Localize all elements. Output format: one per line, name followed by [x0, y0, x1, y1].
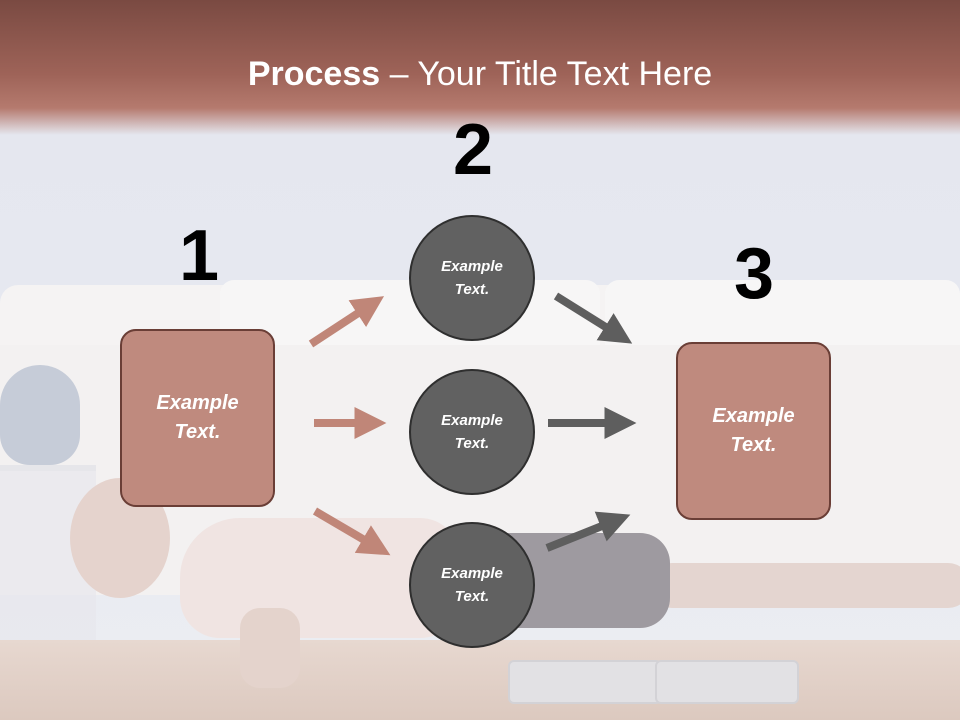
title-dash: – [380, 55, 418, 93]
title-rest: Your Title Text Here [417, 55, 713, 93]
step-1-box-text: Example Text. [156, 392, 239, 443]
arrow-box-to-circle-top [308, 296, 385, 348]
step-number-2: 2 [452, 110, 494, 190]
background-dumbbell [655, 660, 799, 704]
step-2-circle-top[interactable]: Example Text. [409, 215, 535, 341]
title-bold: Process [247, 55, 381, 93]
slide-title: Process – Your Title Text Here [0, 52, 960, 96]
step-number-3: 3 [733, 234, 775, 314]
step-2-circle-middle[interactable]: Example Text. [409, 369, 535, 495]
arrow-circle-top-to-box [553, 292, 633, 344]
circle-text: Example Text. [441, 412, 503, 452]
circle-text: Example Text. [441, 565, 503, 605]
step-3-box[interactable]: Example Text. [676, 342, 831, 520]
circle-text: Example Text. [441, 258, 503, 298]
arrow-circle-bottom-to-box [545, 511, 631, 552]
arrow-box-to-circle-bottom [312, 507, 391, 556]
background-floor [0, 640, 960, 720]
title-band [0, 0, 960, 135]
step-2-circle-bottom[interactable]: Example Text. [409, 522, 535, 648]
background-man-pushup [70, 478, 960, 698]
step-3-box-text: Example Text. [712, 405, 795, 456]
background-dumbbell [508, 660, 662, 704]
step-1-box[interactable]: Example Text. [120, 329, 275, 507]
background-vase [0, 365, 80, 465]
step-number-1: 1 [178, 216, 220, 296]
